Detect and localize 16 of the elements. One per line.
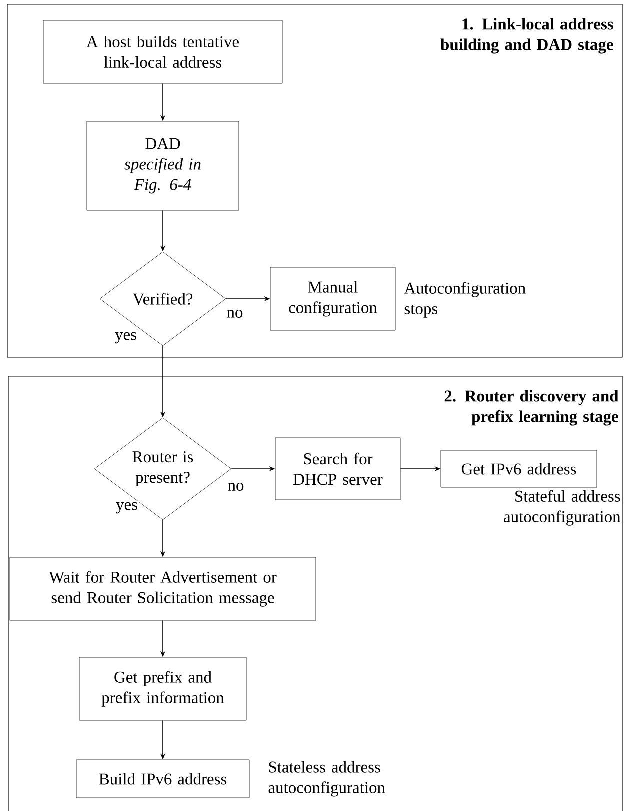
- process-box: Search for DHCP server: [275, 438, 401, 500]
- process-box: DAD specified in Fig. 6-4: [86, 121, 240, 211]
- edge-label: yes: [114, 331, 138, 345]
- process-box: A host builds tentative link-local address: [43, 20, 283, 84]
- annotation-text: Autoconfiguration stops: [404, 282, 526, 318]
- stage-heading: 1. Link-local address building and DAD stage: [440, 18, 614, 54]
- annotation-text: Stateful address autoconfiguration: [504, 490, 621, 526]
- stage-heading: 2. Router discovery and prefix learning stage: [444, 390, 619, 426]
- process-box: Wait for Router Advertisement or send Router Solicitation message: [10, 557, 316, 621]
- process-box: Get IPv6 address: [440, 450, 598, 488]
- edge-label: no: [226, 309, 244, 319]
- edge-label: yes: [115, 501, 139, 515]
- process-box: Manual configuration: [270, 267, 396, 331]
- annotation-text: Stateless address autoconfiguration: [268, 761, 386, 797]
- process-box: Build IPv6 address: [76, 760, 250, 798]
- process-box: Get prefix and prefix information: [79, 657, 247, 721]
